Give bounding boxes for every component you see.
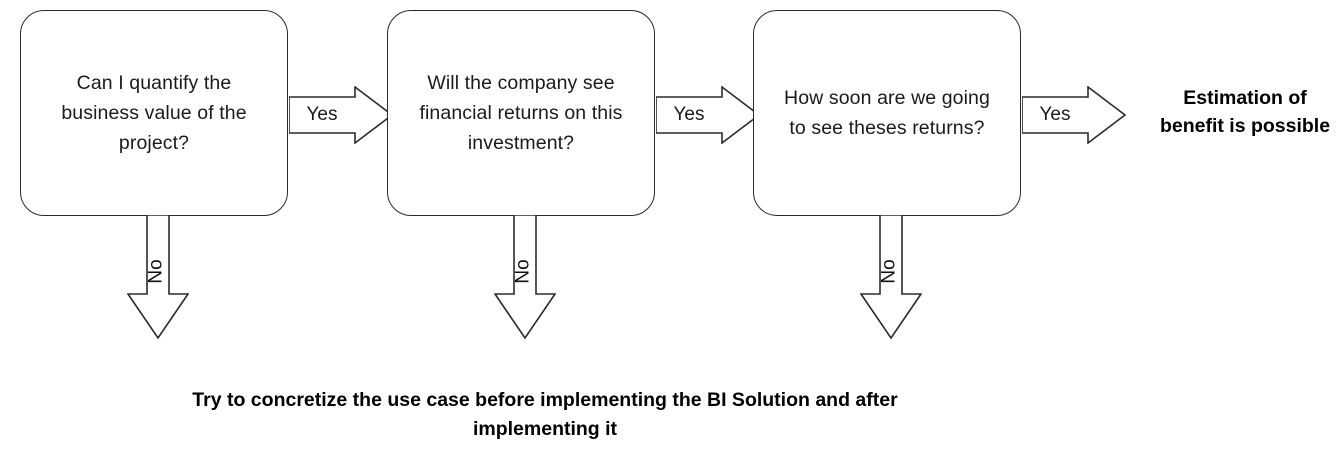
decision-box-3-line-1: How soon are we going (784, 86, 990, 109)
yes-arrow-2-label: Yes (673, 104, 705, 125)
no-arrow-1-label: No (145, 259, 167, 284)
bottom-caption: Try to concretize the use case before im… (145, 386, 945, 445)
decision-box-1-line-3: project? (118, 132, 190, 155)
decision-box-1[interactable]: Can I quantify the business value of the… (20, 10, 288, 216)
result-label: Estimation of benefit is possible (1150, 84, 1340, 141)
no-arrow-3-label: No (878, 259, 900, 284)
no-arrow-1 (127, 215, 189, 339)
yes-arrow-1-label: Yes (306, 104, 338, 125)
result-line-1: Estimation of (1183, 87, 1307, 109)
yes-arrow-3 (1022, 86, 1126, 144)
decision-box-3-text: How soon are we going to see theses retu… (766, 83, 1008, 143)
decision-box-3[interactable]: How soon are we going to see theses retu… (753, 10, 1021, 216)
decision-box-1-line-1: Can I quantify the (76, 71, 232, 94)
no-arrow-2-label: No (512, 259, 534, 284)
decision-box-3-line-2: to see theses returns? (789, 117, 985, 139)
decision-box-2[interactable]: Will the company see financial returns o… (387, 10, 655, 216)
decision-box-1-line-2: business value of the (61, 101, 247, 124)
decision-box-1-text: Can I quantify the business value of the… (43, 68, 264, 159)
no-arrow-3 (860, 215, 922, 339)
decision-box-2-line-1: Will the company see (427, 71, 615, 94)
decision-box-2-line-2: financial returns on this (419, 101, 623, 124)
yes-arrow-3-label: Yes (1039, 104, 1071, 125)
bottom-caption-line-2: implementing it (472, 418, 618, 441)
bottom-caption-line-1: Try to concretize the use case before im… (192, 389, 898, 411)
decision-box-2-text: Will the company see financial returns o… (401, 68, 640, 159)
decision-box-2-line-3: investment? (467, 132, 575, 155)
yes-arrow-1 (289, 86, 393, 144)
no-arrow-2 (494, 215, 556, 339)
yes-arrow-2 (656, 86, 760, 144)
result-line-2: benefit is possible (1159, 115, 1331, 138)
